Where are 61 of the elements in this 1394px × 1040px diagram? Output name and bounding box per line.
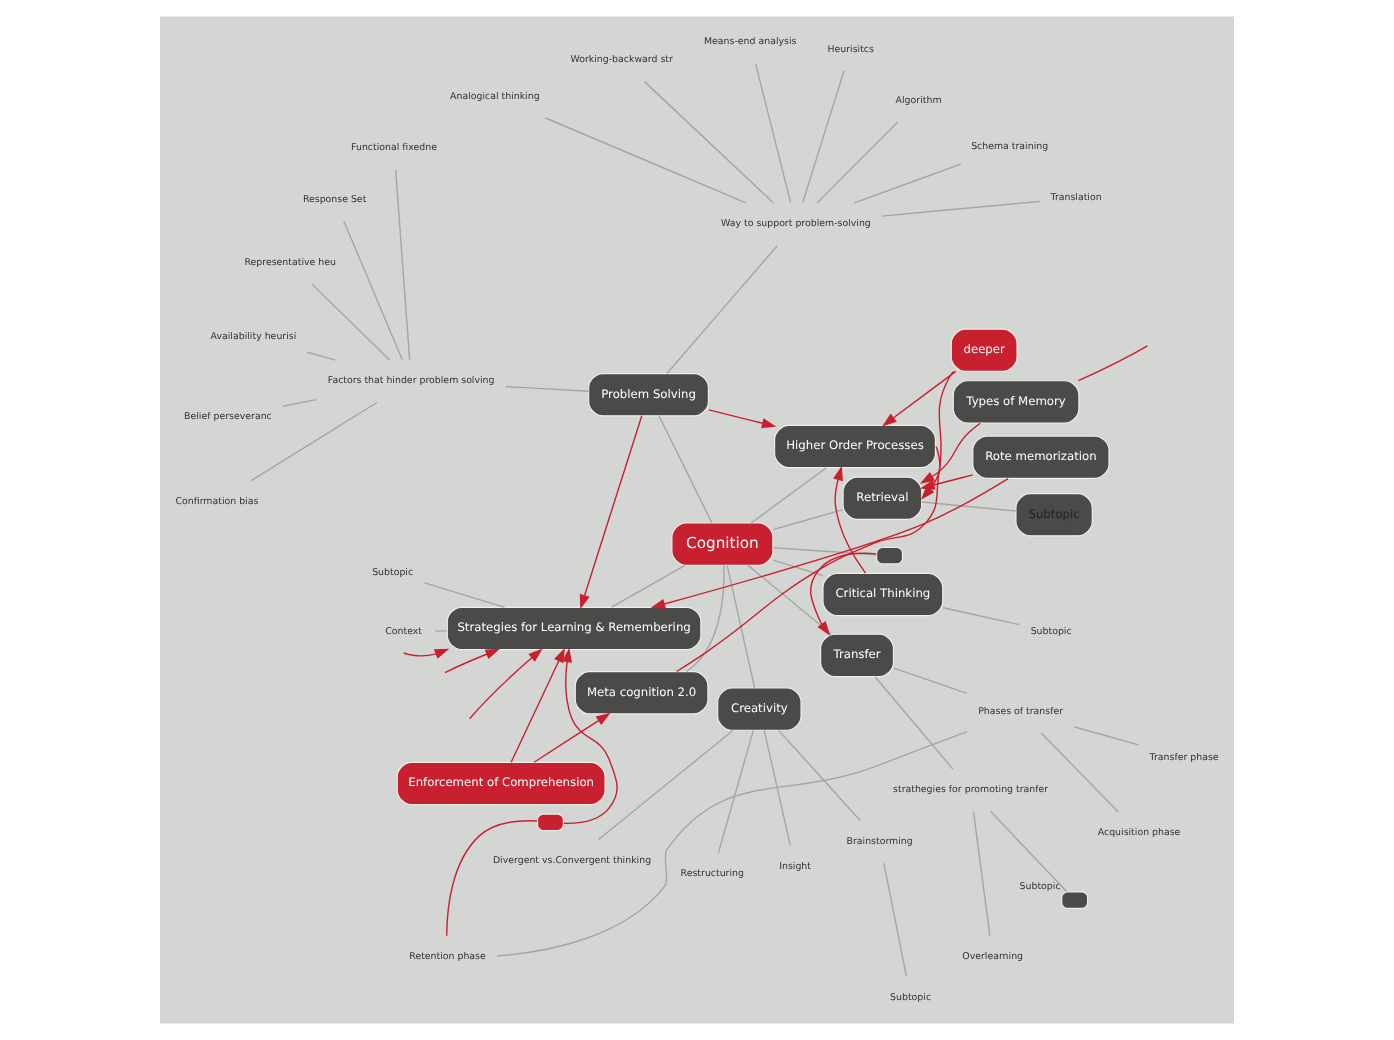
arrow [650,477,1009,609]
arrow [533,712,611,763]
connector [816,121,899,204]
connector [874,676,954,770]
connector [446,820,538,937]
connector [434,630,448,632]
connector [306,351,336,361]
arrow [920,445,941,500]
connector [755,63,792,204]
connector [717,729,754,854]
connector [343,220,403,361]
connector [921,501,1017,512]
connector [666,244,779,375]
connector [250,401,378,482]
connector [972,810,991,937]
connector [772,559,824,577]
connector [675,370,955,673]
connector [802,70,845,204]
connector [881,200,1041,217]
arrow [444,648,501,674]
connector [883,862,908,977]
node-box [1061,891,1089,909]
connector [544,117,747,204]
arrow [920,474,974,490]
node-box [876,546,904,565]
connector [750,467,828,524]
node-box [536,813,564,832]
arrow [919,422,981,484]
arrow [809,552,877,636]
arrow [708,409,777,429]
connector [772,508,844,531]
connector [685,564,725,673]
connector [772,546,878,556]
connector [763,729,791,846]
connector [610,564,686,608]
connector [990,810,1068,893]
arrow [882,370,957,427]
arrow [579,415,643,610]
arrow [833,465,867,574]
connector [1040,732,1119,813]
connector [1073,726,1140,746]
connector [423,582,506,608]
connector [893,667,968,695]
connector [1077,345,1149,382]
arrow [468,648,543,720]
connector [778,729,862,822]
connector [747,564,832,635]
connector [496,730,968,957]
connector [311,283,391,361]
arrow [562,647,618,825]
arrow [510,647,565,763]
connector [942,607,1020,626]
connector [505,385,590,392]
connector [643,80,774,204]
connector [394,168,411,361]
connector [853,163,962,204]
connector [658,415,713,524]
connector [726,564,756,689]
arrow [402,648,450,659]
connector [281,398,318,407]
connector [597,729,734,841]
